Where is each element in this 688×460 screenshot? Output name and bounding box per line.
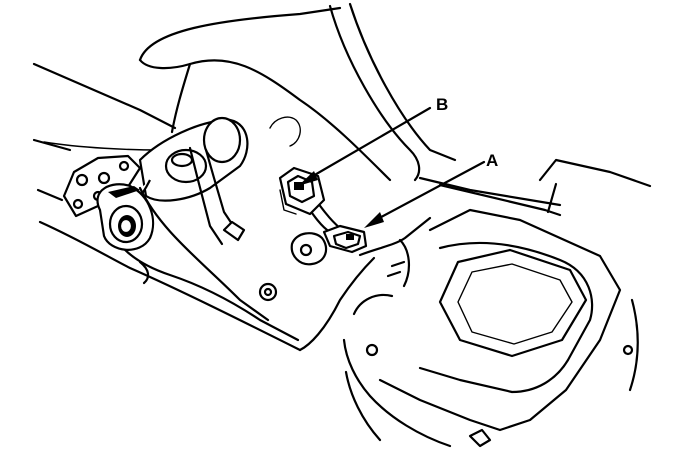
callout-label-a: A — [486, 151, 498, 170]
callout-label-b: B — [436, 95, 448, 114]
floor-pan — [32, 62, 432, 352]
upper-structure — [138, 2, 562, 217]
sensor-mount — [96, 116, 278, 322]
connector-b — [278, 166, 326, 216]
control-module — [342, 158, 652, 448]
connector-a — [290, 224, 368, 266]
callout-arrow-b — [298, 106, 432, 186]
callout-arrow-a — [364, 160, 486, 228]
